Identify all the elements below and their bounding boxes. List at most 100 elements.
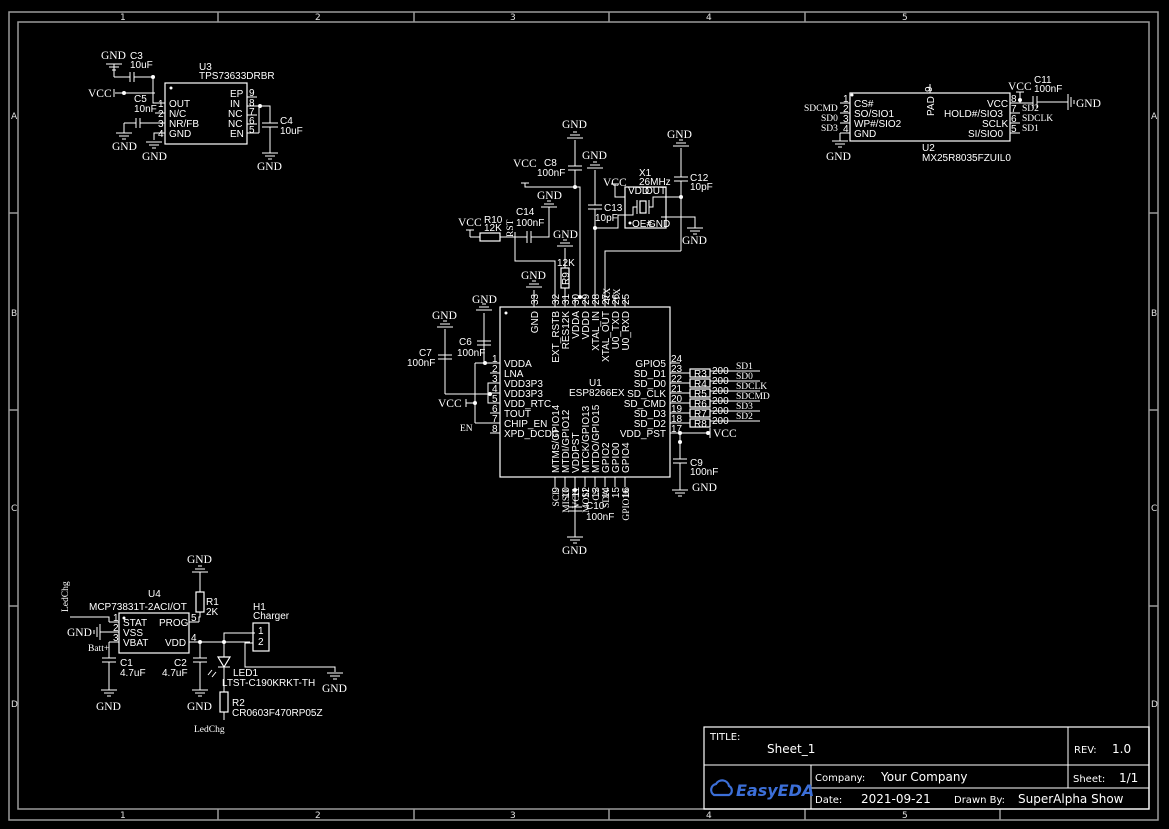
- led1-value: LTST-C190KRKT-TH: [222, 678, 315, 689]
- resistor-value: 200: [712, 416, 729, 427]
- u2-left-pins: 1 CS# 2 SO/SIO1 3 WP#/SIO2 4 GND SDCMD S…: [804, 94, 902, 140]
- h1-connector[interactable]: [252, 622, 270, 652]
- u1-pin-name: SD_D1: [634, 369, 667, 380]
- gnd-label: GND: [667, 129, 692, 141]
- u1-pin-name: U0_RXD: [621, 311, 632, 350]
- u1-pin-name: SD_D0: [634, 379, 667, 390]
- u4-pin-num: 2: [113, 623, 119, 634]
- net-label: SD3: [821, 124, 838, 134]
- u1-bottom-net-label: CS: [592, 489, 602, 501]
- gnd-label: GND: [682, 235, 707, 247]
- c9-ref: C9: [690, 458, 703, 469]
- r10-ref: R10: [484, 215, 503, 226]
- r1-body[interactable]: [195, 591, 205, 613]
- u1-pin-name: GPIO0: [611, 442, 622, 473]
- resistor-ref: R4: [694, 379, 707, 390]
- r1-value: 2K: [206, 607, 219, 618]
- stat-net-label: LedChg: [61, 581, 71, 612]
- u4-pin-name: PROG: [159, 618, 189, 629]
- u2-pin-name: SCLK: [982, 119, 1008, 130]
- net-label: SD0: [821, 114, 838, 124]
- u3-ref: U3: [199, 62, 212, 73]
- r9-value: 12K: [557, 258, 575, 269]
- gnd-label: GND: [826, 151, 851, 163]
- u1-pin-name: MTMS/GPIO14: [551, 404, 562, 473]
- u1-top-pins: 33GND32EXT_RSTB31RES12K30VDDA29VDDD28XTA…: [530, 293, 632, 362]
- c5-ref: C5: [134, 94, 147, 105]
- u1-pin-name: VDDD: [581, 311, 592, 339]
- u3-pin-name: N/C: [169, 109, 186, 120]
- vbat-net-label: Batt+: [88, 644, 109, 654]
- gnd-symbol: [587, 161, 603, 169]
- c7-ref: C7: [419, 348, 432, 359]
- gnd-label: GND: [322, 683, 347, 695]
- x1-ref: X1: [639, 168, 652, 179]
- u3-pin-num: 9: [249, 88, 255, 99]
- net-label: SDCMD: [804, 104, 838, 114]
- gnd-symbol: [437, 320, 453, 328]
- c5-value: 10nF: [134, 104, 157, 115]
- u4-pin-num: 1: [113, 613, 119, 624]
- u1-pin-num: 33: [530, 293, 541, 305]
- u4-ref: U4: [148, 589, 161, 600]
- gnd-symbol: [672, 489, 688, 497]
- x1-pin-out: OUT: [645, 186, 666, 197]
- resistor-body[interactable]: [689, 378, 711, 388]
- u4-part: MCP73831T-2ACI/OT: [89, 602, 187, 613]
- resistor-body[interactable]: [689, 408, 711, 418]
- u1-pin-num: 2: [492, 364, 498, 375]
- net-label: SD1: [736, 362, 753, 372]
- r2-body[interactable]: [219, 691, 229, 713]
- u1-bottom-net-label: SDA: [602, 489, 612, 508]
- resistor-body[interactable]: [689, 398, 711, 408]
- row-label-c-right: C: [1151, 504, 1157, 514]
- c11-ref: C11: [1034, 75, 1052, 86]
- gnd-symbol: [327, 672, 343, 680]
- gnd-symbol: [106, 63, 122, 71]
- u3-part: TPS73633DRBR: [199, 71, 275, 82]
- resistor-body[interactable]: [689, 418, 711, 428]
- u1-pin-name: VDDA: [571, 311, 582, 339]
- c3-ref: C3: [130, 51, 143, 62]
- u3-pin-name: NC: [228, 109, 242, 120]
- u3-right-pins: EP 9 IN 8 NC 7 NC 6 EN 5: [228, 88, 257, 140]
- gnd-label: GND: [187, 554, 212, 566]
- u1-pin-num: 14: [601, 487, 612, 499]
- u3-pin-name: EN: [230, 129, 244, 140]
- c1-value: 4.7uF: [120, 668, 146, 679]
- date-value: 2021-09-21: [861, 792, 931, 806]
- u1-pin-num: 29: [581, 293, 592, 305]
- u2-pin-name: GND: [854, 129, 876, 140]
- u1-bottom-net-label: VCC: [572, 489, 582, 509]
- company-value: Your Company: [880, 770, 968, 784]
- gnd-label: GND: [432, 310, 457, 322]
- u2-pin-name: VCC: [987, 99, 1008, 110]
- u3-ldo-block: U3 TPS73633DRBR 1 OUT 2 N/C 3 NR/FB 4 GN…: [88, 50, 303, 173]
- sheet-title: Sheet_1: [767, 742, 815, 756]
- vcc-label: VCC: [603, 177, 627, 189]
- sheet-label: Sheet:: [1073, 774, 1105, 785]
- u4-body[interactable]: [118, 612, 190, 654]
- r10-value: 12K: [484, 223, 502, 234]
- resistor-body[interactable]: [689, 388, 711, 398]
- u3-pin-name: IN: [230, 99, 240, 110]
- u1-pin-name: XPD_DCDC: [504, 429, 559, 440]
- u1-pin-name: LNA: [504, 369, 524, 380]
- u1-pin-name: GPIO2: [601, 442, 612, 473]
- u1-pin-num: 13: [591, 487, 602, 499]
- u2-right-pins: VCC 8 HOLD#/SIO3 7 SCLK 6 SI/SIO0 5 SD2 …: [944, 94, 1053, 140]
- r10-body[interactable]: [479, 232, 501, 242]
- x1-body[interactable]: [624, 186, 667, 229]
- u3-pin-name: GND: [169, 129, 191, 140]
- gnd-label: GND: [96, 701, 121, 713]
- col-label-3-bottom: 3: [510, 811, 516, 821]
- resistor-body[interactable]: [689, 368, 711, 378]
- gnd-symbol: [116, 132, 132, 140]
- u3-pin-num: 4: [158, 129, 164, 140]
- led1-symbol[interactable]: [216, 656, 232, 669]
- vcc-label: VCC: [513, 158, 537, 170]
- gnd-symbol: [526, 280, 542, 288]
- net-label: SD3: [736, 402, 753, 412]
- resistor-ref: R8: [694, 419, 707, 430]
